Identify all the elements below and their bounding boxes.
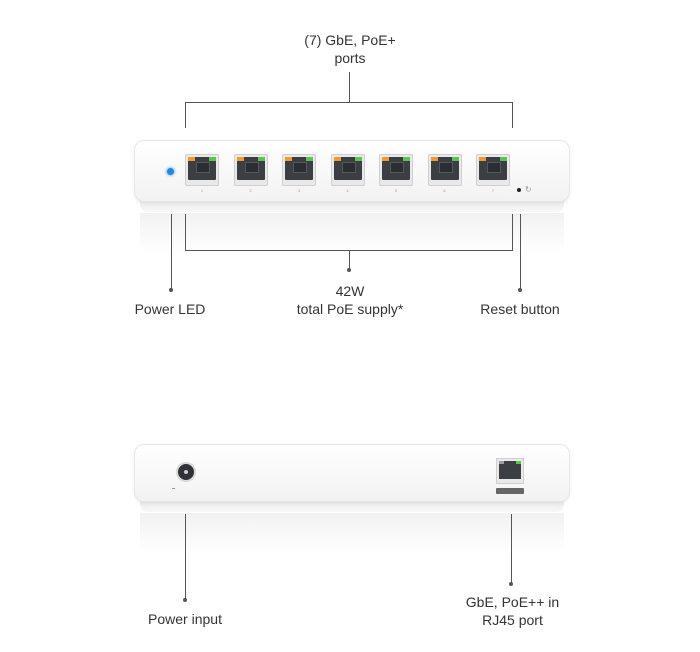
power-input-callout: Power input (148, 611, 222, 627)
port-led-left (479, 157, 486, 161)
front-rj45-port[interactable]: 5 (379, 154, 413, 193)
reset-button-callout: Reset button (480, 301, 560, 317)
ports-bracket-right (512, 102, 513, 128)
port-number-label: 7 (491, 188, 495, 193)
uplink-led-left (499, 461, 504, 464)
ports-bracket-top (185, 102, 513, 103)
power-input-line (185, 514, 186, 600)
uplink-port-tag (496, 488, 524, 494)
front-rj45-port[interactable]: 3 (282, 154, 316, 193)
reset-button[interactable] (517, 188, 521, 192)
port-led-right (209, 157, 216, 161)
power-led-callout: Power LED (134, 301, 206, 317)
front-rj45-port[interactable]: 1 (185, 154, 219, 193)
uplink-led-right (516, 461, 521, 464)
uplink-dot (509, 582, 513, 586)
poe-bracket-right (512, 214, 513, 250)
power-led-dot (169, 288, 173, 292)
uplink-callout: GbE, PoE++ in RJ45 port (450, 593, 575, 629)
poe-callout: 42W total PoE supply* (270, 282, 430, 318)
rear-reflection (140, 513, 564, 553)
uplink-callout-line1: GbE, PoE++ in (465, 594, 560, 610)
poe-callout-line1: 42W (335, 283, 365, 299)
ports-bracket-stem (349, 72, 350, 102)
front-rj45-port[interactable]: 2 (233, 154, 268, 193)
port-led-right (306, 157, 313, 161)
ports-bracket-left (185, 102, 186, 128)
uplink-callout-line2: RJ45 port (482, 612, 543, 628)
port-number-label: 5 (394, 188, 398, 193)
port-led-left (188, 157, 195, 161)
port-led-left (285, 157, 292, 161)
poe-bracket-stem (349, 250, 350, 270)
power-led-line (171, 214, 172, 290)
reset-dot (518, 288, 522, 292)
front-device: 1 2 3 4 5 6 7 ↻ (134, 140, 570, 202)
port-led-right (354, 157, 362, 161)
poe-callout-line2: total PoE supply* (296, 301, 404, 317)
front-rj45-port[interactable]: 7 (476, 154, 510, 193)
port-number-label: 4 (346, 188, 349, 193)
port-led-right (500, 157, 507, 161)
power-input-jack[interactable] (178, 464, 194, 480)
port-number-label: 3 (297, 188, 301, 193)
power-input-dot (183, 598, 187, 602)
front-rj45-port[interactable]: 6 (427, 154, 462, 193)
power-led (167, 168, 174, 175)
rear-device: ⎓ (134, 444, 570, 502)
front-reflection (140, 213, 564, 253)
uplink-rj45-port[interactable] (496, 458, 524, 484)
uplink-line (511, 514, 512, 584)
power-input-rating-label: ⎓ (172, 486, 176, 491)
ports-callout: (7) GbE, PoE+ ports (290, 31, 410, 67)
port-led-right (403, 157, 410, 161)
port-number-label: 1 (200, 188, 204, 193)
port-number-label: 6 (443, 188, 446, 193)
poe-bracket-dot (347, 268, 351, 272)
port-led-left (430, 157, 438, 161)
port-number-label: 2 (249, 188, 252, 193)
poe-bracket-left (185, 214, 186, 250)
port-led-right (451, 157, 459, 161)
reset-line (520, 214, 521, 290)
front-rj45-port[interactable]: 4 (330, 154, 365, 193)
ports-callout-line2: ports (334, 50, 366, 66)
ports-callout-line1: (7) GbE, PoE+ (304, 32, 396, 48)
port-led-left (236, 157, 244, 161)
port-led-left (382, 157, 389, 161)
port-led-left (333, 157, 341, 161)
reset-icon: ↻ (525, 185, 532, 194)
port-led-right (257, 157, 265, 161)
